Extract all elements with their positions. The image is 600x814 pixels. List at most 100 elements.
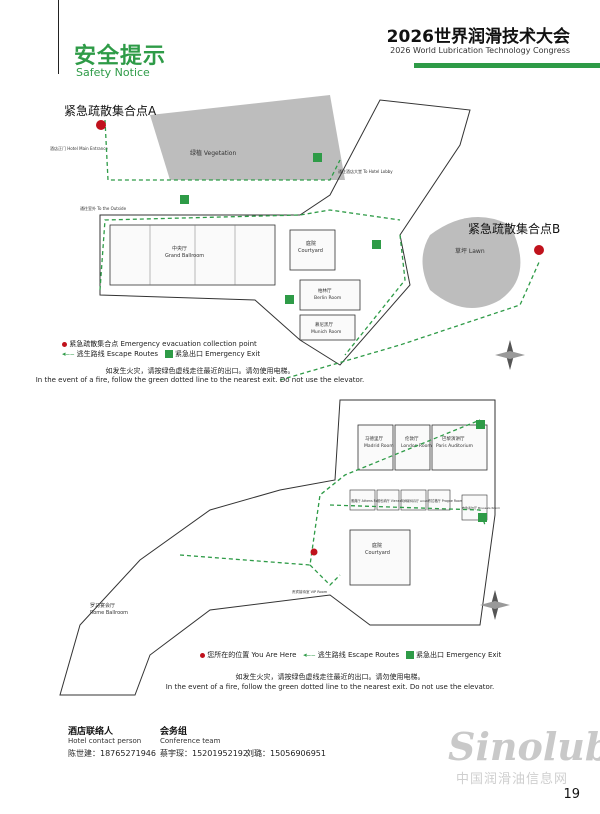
escape-route-2b [329,504,486,526]
london-cn: 伦敦厅 [405,435,419,442]
team-contact-person-2: 刘璐：15056906951 [246,749,326,758]
page-title-en: Safety Notice [76,66,150,79]
courtyard2-cn: 庭院 [372,542,382,549]
watermark-text: 中国润滑油信息网 [456,772,569,787]
evacuation-map-1: 绿植 Vegetation 草坪 Lawn 中央厅 Grand Ballroom… [0,85,600,390]
map1-note-cn: 如发生火灾，请按绿色虚线走往最近的出口。请勿使用电梯。 [105,367,295,375]
munich-cn: 慕尼黑厅 [315,321,333,328]
grand-ballroom [109,224,276,286]
header-divider [58,0,59,74]
team-contact-subtitle: Conference team [160,737,221,745]
rome-cn: 罗马宴会厅 [90,602,115,609]
ballroom-cn: 中央厅 [172,245,187,252]
courtyard-2 [349,529,411,586]
map2-drawing: 马德里厅 Madrid Room 伦敦厅 London Room 巴黎演讲厅 P… [59,399,510,696]
brussels-label: 布鲁塞尔厅 Brussels Room [462,505,500,510]
vip-label: 贵宾接待室 VIP Room [292,589,328,594]
team-contact-person-1: 蔡宇琛：15201952192 [160,749,248,758]
brussels-room [461,494,488,521]
emergency-exit-icon [313,153,322,162]
lawn-label: 草坪 Lawn [455,247,485,255]
conference-title-en: 2026 World Lubrication Technology Congre… [390,46,570,55]
courtyard2-en: Courtyard [365,550,390,556]
amsterdam-room [400,489,427,511]
map2-note-en: In the event of a fire, follow the green… [165,683,495,691]
escape-route-a [104,119,341,181]
hotel-contact-subtitle: Hotel contact person [68,737,142,745]
team-contact-title: 会务组 [160,727,188,737]
emergency-exit-icon [180,195,189,204]
ballroom-en: Grand Ballroom [165,253,204,259]
athens-room [349,489,376,511]
madrid-en: Madrid Room [364,443,394,449]
arrow-icon: ◂‒‒ [62,350,75,358]
assembly-point-a-marker [96,120,106,130]
exit-icon [405,651,414,659]
map1-drawing: 绿植 Vegetation 草坪 Lawn 中央厅 Grand Ballroom… [50,95,541,381]
compass-icon [480,590,510,620]
page-number: 19 [563,787,580,802]
courtyard-1 [289,229,336,271]
madrid-cn: 马德里厅 [365,435,383,442]
watermark-logo: Sinolub [448,724,600,769]
hotel-contact-title: 酒店联络人 [68,727,114,737]
to-outside-label: 通往室外 To the Outside [80,205,127,211]
prague-room [427,489,451,511]
legend-exit2-text: 紧急出口 Emergency Exit [416,651,502,659]
legend-assembly-text: 紧急疏散集合点 Emergency evacuation collection … [69,340,257,348]
paris-cn: 巴黎演讲厅 [442,435,465,442]
conference-title-cn: 2026世界润滑技术大会 [386,27,570,47]
vegetation-label: 绿植 Vegetation [190,149,236,157]
legend-assembly-point: 紧急疏散集合点 Emergency evacuation collection … [62,339,257,349]
exit-icon [164,350,173,358]
red-dot-icon [200,652,205,658]
rome-en: Rome Ballroom [90,610,128,616]
red-dot-icon [62,341,67,347]
evacuation-map-2: 马德里厅 Madrid Room 伦敦厅 London Room 巴黎演讲厅 P… [0,395,600,700]
header-accent-bar [414,63,600,68]
munich-en: Munich Room [311,329,341,335]
map2-note-cn: 如发生火灾，请按绿色虚线走往最近的出口。请勿使用电梯。 [235,673,425,681]
vegetation-area [150,95,345,180]
paris-auditorium [431,424,488,471]
legend-route-text: 逃生路线 Escape Routes [76,350,159,358]
courtyard1-cn: 庭院 [306,240,316,247]
emergency-exit-icon [285,295,294,304]
you-are-here-marker [310,548,318,556]
lawn-area [422,217,521,308]
arrow-icon: ◂‒‒ [303,651,316,659]
vienna-label: 维也纳厅 Vienna Room [377,498,412,503]
vienna-room [376,489,400,511]
escape-route-b [279,259,541,381]
assembly-point-b-label: 紧急疏散集合点B [468,222,561,236]
escape-route-east [344,234,406,356]
to-lobby-label: 通往酒店大堂 To Hotel Lobby [338,168,393,174]
berlin-room [299,279,361,311]
map1-note-en: In the event of a fire, follow the green… [35,376,365,384]
building-outline-2 [59,399,496,696]
amsterdam-label: 阿姆斯特丹厅 Amsterdam Room [401,498,447,503]
legend-you-are-here: 您所在的位置 You Are Here ◂‒‒ 逃生路线 Escape Rout… [200,650,501,660]
escape-route-2c [309,564,341,586]
legend-here-text: 您所在的位置 You Are Here [207,651,297,659]
paris-en: Paris Auditorium [436,443,473,449]
legend-escape-route: ◂‒‒ 逃生路线 Escape Routes 紧急出口 Emergency Ex… [62,349,260,359]
legend-exit-text: 紧急出口 Emergency Exit [174,350,261,358]
escape-route-2a [179,419,481,566]
assembly-point-a-label: 紧急疏散集合点A [64,104,157,118]
london-room [394,424,431,471]
page-title-cn: 安全提示 [74,44,167,69]
emergency-exit-icon [372,240,381,249]
courtyard1-en: Courtyard [298,248,323,254]
legend-route2-text: 逃生路线 Escape Routes [317,651,400,659]
assembly-point-b-marker [534,245,544,255]
compass-icon [495,340,525,370]
athens-label: 雅典厅 Athens Room [351,498,383,503]
hotel-contact-person: 陈世建：18765271946 [68,749,156,758]
prague-label: 布拉格厅 Prague Room [428,498,463,503]
berlin-cn: 柏林厅 [318,287,332,294]
emergency-exit-icon [478,513,487,522]
hotel-entrance-label: 酒店正门 Hotel Main Entrance [50,145,108,151]
munich-room [299,314,356,341]
emergency-exit-icon [476,420,485,429]
